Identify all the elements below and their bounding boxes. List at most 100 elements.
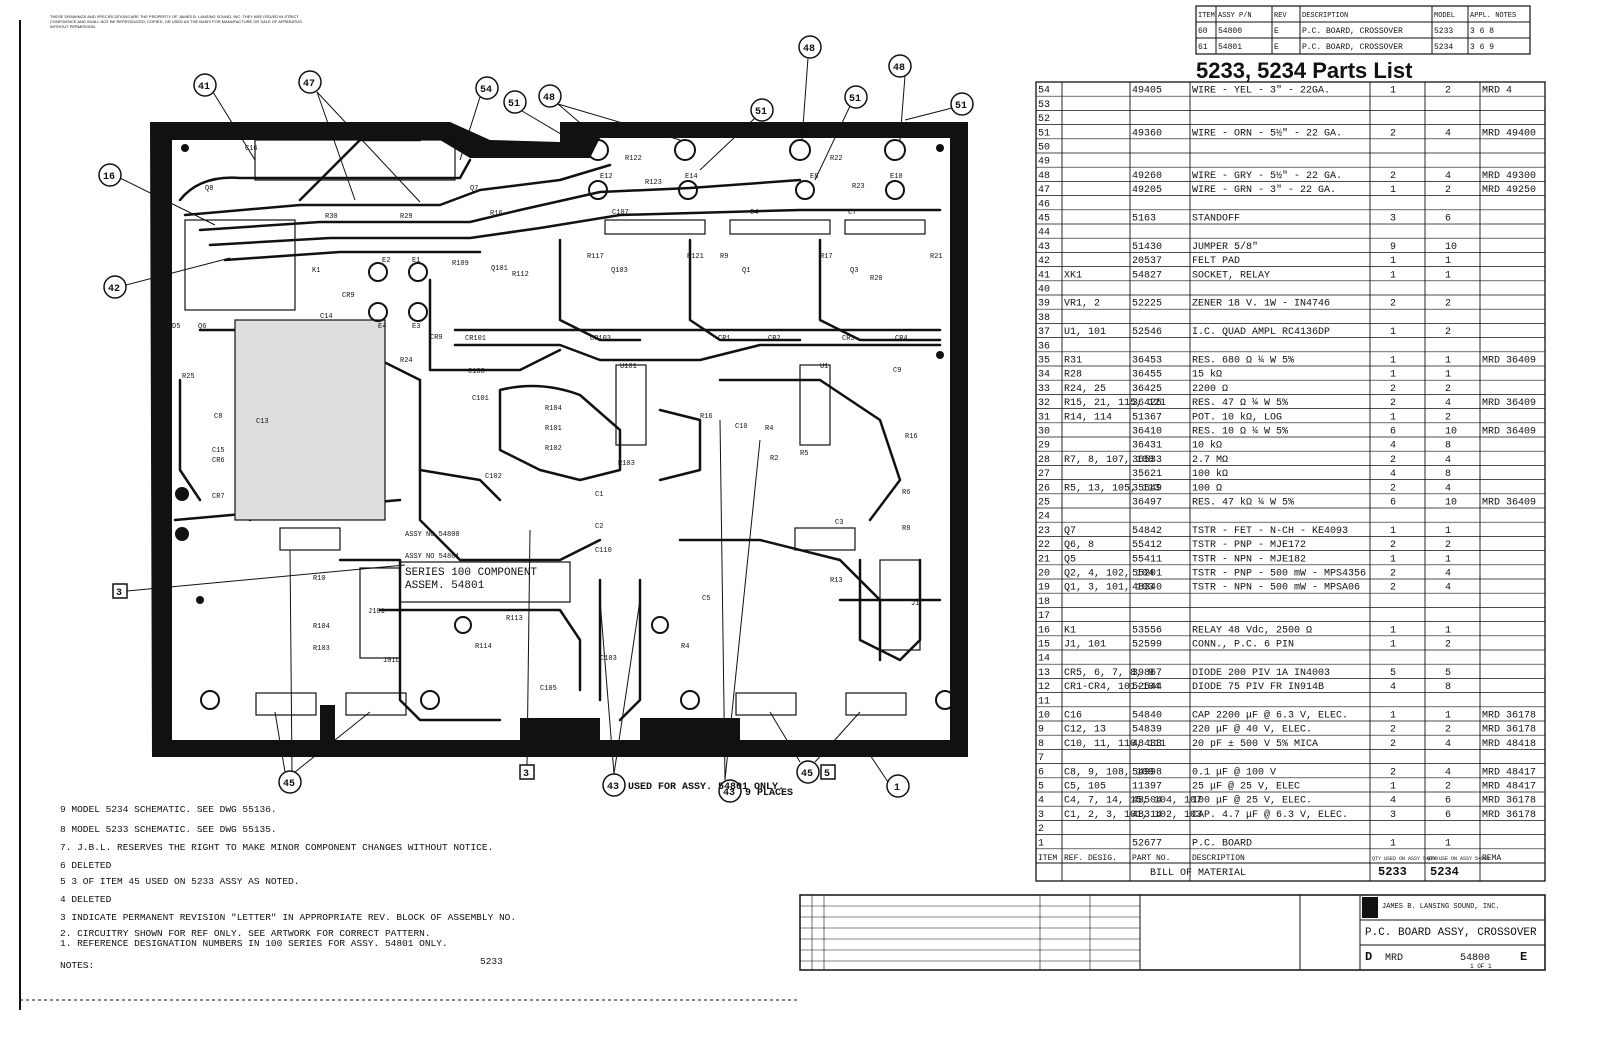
assy-cell: 3 6 8: [1470, 27, 1494, 36]
parts-list-cell: 1: [1390, 782, 1396, 793]
svg-text:R104: R104: [313, 623, 330, 631]
parts-list-cell: R28: [1064, 370, 1082, 381]
parts-list-cell: 2: [1390, 540, 1396, 551]
svg-text:Q8: Q8: [205, 185, 213, 193]
callout-47: 47: [298, 70, 421, 203]
svg-text:R4: R4: [681, 643, 689, 651]
k1-relay-outline: [184, 219, 296, 311]
parts-list-cell: 1: [1445, 526, 1451, 537]
parts-list-cell: 35: [1038, 356, 1050, 367]
svg-text:C13: C13: [256, 418, 269, 426]
parts-list-cell: MRD 4: [1482, 86, 1512, 97]
svg-text:R23: R23: [852, 183, 865, 191]
svg-text:E2: E2: [382, 257, 390, 265]
parts-list-cell: 38: [1038, 313, 1050, 324]
svg-text:D5: D5: [172, 323, 180, 331]
j1-connector: [879, 559, 921, 651]
parts-list-cell: 43: [1038, 242, 1050, 253]
parts-list-cell: R24, 25: [1064, 384, 1106, 395]
svg-text:J101: J101: [368, 608, 385, 616]
svg-text:Q1: Q1: [742, 267, 750, 275]
parts-list-cell: SOCKET, RELAY: [1192, 270, 1270, 281]
drawing-size: D: [1365, 950, 1372, 964]
svg-text:C5: C5: [702, 595, 710, 603]
parts-list-cell: C10, 11, 110, 111: [1064, 739, 1166, 750]
assy-header-cell: APPL. NOTES: [1470, 12, 1516, 20]
svg-text:R4: R4: [765, 425, 773, 433]
svg-text:U101: U101: [620, 363, 637, 371]
parts-list-cell: 2: [1445, 540, 1451, 551]
parts-list-cell: 36533: [1132, 455, 1162, 466]
svg-text:41: 41: [198, 82, 210, 93]
svg-text:C2: C2: [595, 523, 603, 531]
parts-list-cell: 1: [1390, 554, 1396, 565]
parts-list-cell: 23: [1038, 526, 1050, 537]
svg-text:J1: J1: [911, 600, 919, 608]
svg-text:CR3: CR3: [842, 335, 855, 343]
parts-list-cell: MRD 48417: [1482, 782, 1536, 793]
parts-list-cell: 2: [1445, 185, 1451, 196]
sheet-number: 1 OF 1: [1470, 963, 1492, 970]
svg-text:E10: E10: [890, 173, 903, 181]
svg-text:43: 43: [723, 788, 735, 799]
parts-list-cell: 4: [1445, 739, 1451, 750]
parts-list-cell: C8, 9, 108, 109: [1064, 767, 1154, 778]
svg-text:3: 3: [116, 588, 122, 599]
parts-list-cell: 2: [1390, 569, 1396, 580]
assy-header-cell: MODEL: [1434, 12, 1455, 20]
note-5: 5 3 OF ITEM 45 USED ON 5233 ASSY AS NOTE…: [60, 876, 299, 887]
svg-text:3: 3: [523, 769, 529, 780]
svg-text:E11: E11: [888, 131, 901, 139]
j101-connector: [359, 567, 401, 659]
parts-list-cell: 4: [1445, 483, 1451, 494]
parts-list-cell: 40: [1038, 285, 1050, 296]
parts-list-cell: XK1: [1064, 270, 1082, 281]
assy-54801-label: ASSY NO 54801: [405, 553, 460, 561]
svg-text:45: 45: [801, 769, 813, 780]
parts-list-cell: 20: [1038, 569, 1050, 580]
parts-list-cell: C1, 2, 3, 101, 102, 103: [1064, 810, 1202, 821]
parts-list-cell: 4: [1445, 455, 1451, 466]
parts-list-cell: 36: [1038, 341, 1050, 352]
parts-list-cell: 20 pF ± 500 V 5% MICA: [1192, 739, 1318, 750]
callout-43-used-for: 43: [599, 599, 641, 797]
svg-text:E8: E8: [810, 173, 818, 181]
parts-list-cell: C12, 13: [1064, 725, 1106, 736]
parts-list-cell: R14, 114: [1064, 412, 1112, 423]
parts-list-cell: TSTR - PNP - MJE172: [1192, 540, 1306, 551]
note-4: 4 DELETED: [60, 894, 112, 905]
assy-cell: 54801: [1218, 43, 1242, 52]
svg-text:C4: C4: [750, 209, 758, 217]
parts-list-cell: J1, 101: [1064, 640, 1106, 651]
svg-text:C110: C110: [595, 547, 612, 555]
parts-list-cell: 36453: [1132, 356, 1162, 367]
svg-text:CR103: CR103: [590, 335, 611, 343]
used-for-text: USED FOR ASSY. 54801 ONLY.: [628, 782, 784, 793]
parts-list-cell: 21: [1038, 554, 1050, 565]
parts-list-cell: Q5: [1064, 554, 1076, 565]
svg-text:R17: R17: [820, 253, 833, 261]
parts-list-cell: 5163: [1132, 214, 1156, 225]
note-6: 6 DELETED: [60, 860, 112, 871]
svg-text:R29: R29: [400, 213, 413, 221]
svg-text:C10: C10: [735, 423, 748, 431]
parts-list-cell: 100 Ω: [1192, 483, 1222, 494]
parts-list-cell: 0.1 μF @ 100 V: [1192, 766, 1276, 778]
svg-text:C1: C1: [595, 491, 603, 499]
assy-cell: P.C. BOARD, CROSSOVER: [1302, 43, 1403, 52]
parts-list-cell: C4, 7, 14, 15, 104, 107: [1064, 796, 1202, 807]
parts-list-cell: 9: [1390, 242, 1396, 253]
parts-list-cell: 30: [1038, 427, 1050, 438]
proprietary-notice-text: THESE DRAWINGS AND SPECIFICATIONS ARE TH…: [50, 14, 302, 29]
svg-text:C8: C8: [214, 413, 222, 421]
svg-text:R16: R16: [905, 433, 918, 441]
callout-45-5: 45 5: [769, 711, 861, 784]
parts-list-cell: TSTR - NPN - MJE182: [1192, 554, 1306, 565]
parts-list-cell: 52: [1038, 114, 1050, 125]
parts-list-cell: STANDOFF: [1192, 214, 1240, 225]
